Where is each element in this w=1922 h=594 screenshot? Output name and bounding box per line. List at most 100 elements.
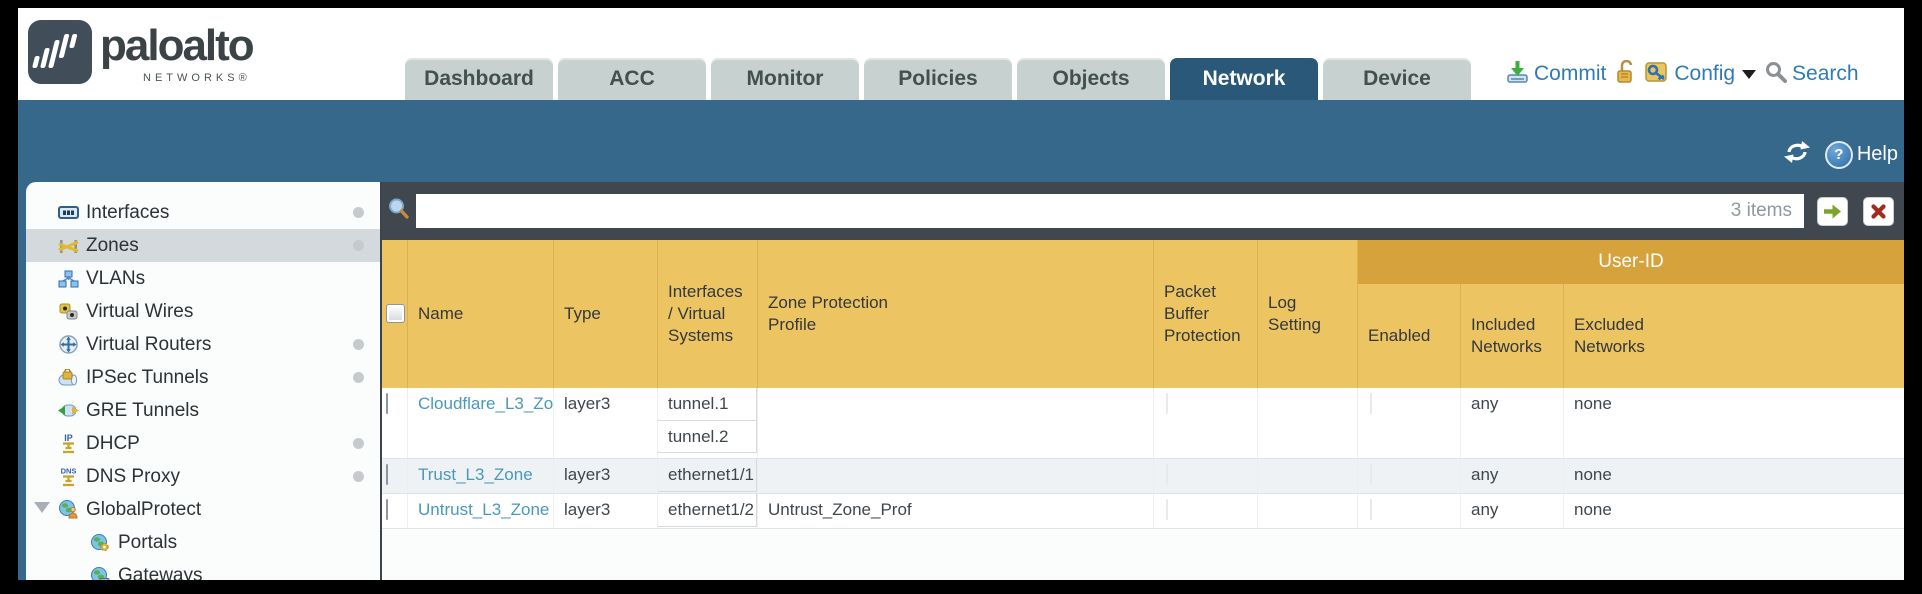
excluded-networks-cell: none [1574,500,1612,519]
filter-input[interactable] [416,194,1804,228]
zone-name-cell: Untrust_L3_Zone [408,494,554,528]
sidebar-item-label: Zones [86,234,139,256]
help-label: Help [1856,143,1898,165]
config-dropdown-button[interactable]: Config [1644,60,1757,89]
sidebar-item-interfaces[interactable]: Interfaces [26,196,380,229]
column-header-included-networks[interactable]: Included Networks [1461,284,1564,388]
zone-name-link[interactable]: Trust_L3_Zone [418,465,533,484]
sidebar-item-label: IPSec Tunnels [86,366,209,388]
column-header-name[interactable]: Name [408,240,554,388]
tab-network[interactable]: Network [1170,58,1318,100]
zone-protection-profile-cell: Untrust_Zone_Prof [758,494,1154,528]
packet-buffer-protection-cell [1154,494,1258,528]
sidebar-item-zones[interactable]: Zones [26,229,380,262]
tab-objects[interactable]: Objects [1017,58,1165,100]
lock-icon[interactable] [1615,59,1635,89]
row-checkbox[interactable] [386,464,388,485]
global-search-button[interactable]: Search [1765,61,1859,88]
sidebar-item-gre-tunnels[interactable]: GRE Tunnels [26,394,380,427]
zone-name-cell: Cloudflare_L3_Zone [408,388,554,458]
svg-text:IP: IP [64,433,73,443]
packet-buffer-protection-cell [1154,459,1258,493]
column-header-zone-protection-profile[interactable]: Zone Protection Profile [758,240,1154,388]
log-setting-cell [1258,494,1358,528]
dhcp-icon: IP [56,433,80,454]
column-header-enabled[interactable]: Enabled [1358,284,1461,388]
included-networks-cell: any [1461,459,1564,493]
row-select-cell [382,388,408,458]
zone-interfaces-cell: tunnel.1 tunnel.2 [658,388,758,458]
sidebar-item-dns-proxy[interactable]: DNS DNS Proxy [26,460,380,493]
zone-name-cell: Trust_L3_Zone [408,459,554,493]
column-header-type[interactable]: Type [554,240,658,388]
packet-buffer-protection-cell [1154,388,1258,458]
select-all-cell [382,240,408,388]
clear-filter-button[interactable] [1863,196,1894,226]
included-networks-cell: any [1461,388,1564,458]
user-id-enabled-cell [1358,459,1461,493]
select-all-checkbox[interactable] [386,304,405,323]
sidebar-item-portals[interactable]: Portals [26,526,380,559]
sidebar-item-vlans[interactable]: VLANs [26,262,380,295]
sidebar-item-gateways[interactable]: Gateways [26,559,380,580]
column-header-log-setting[interactable]: Log Setting [1258,240,1358,388]
row-checkbox[interactable] [386,499,388,520]
user-id-enabled-cell [1358,494,1461,528]
tab-device[interactable]: Device [1323,58,1471,100]
status-dot [353,372,364,383]
top-bar: paloalto NETWORKS® Dashboard ACC Monitor… [18,8,1904,100]
user-id-enabled-checkbox [1370,499,1372,520]
column-header-packet-buffer-protection[interactable]: Packet Buffer Protection [1154,240,1258,388]
globalprotect-icon [56,500,80,519]
tab-acc[interactable]: ACC [558,58,706,100]
tab-monitor[interactable]: Monitor [711,58,859,100]
zone-name-link[interactable]: Cloudflare_L3_Zone [418,394,554,413]
excluded-networks-cell: none [1574,465,1612,484]
portals-icon [88,533,112,552]
table-row: Cloudflare_L3_Zone layer3 tunnel.1 tunne… [382,388,1904,459]
included-networks-cell: any [1461,494,1564,528]
brand-subtitle: NETWORKS® [143,72,251,84]
zones-main-panel: 3 items Name Type Interfaces / Virtual S… [382,182,1904,580]
sidebar-item-ipsec-tunnels[interactable]: IPSec Tunnels [26,361,380,394]
sidebar-item-label: Gateways [118,564,203,581]
user-id-enabled-checkbox [1370,393,1372,414]
dns-proxy-icon: DNS [56,466,80,487]
commit-button[interactable]: Commit [1506,60,1606,88]
tab-policies[interactable]: Policies [864,58,1012,100]
sidebar-item-dhcp[interactable]: IP DHCP [26,427,380,460]
network-sidebar: Interfaces Zones VLANs Virtua [26,182,382,580]
log-setting-cell [1258,388,1358,458]
zone-name-link[interactable]: Untrust_L3_Zone [418,500,550,519]
column-header-excluded-networks[interactable]: Excluded Networks [1574,315,1645,356]
packet-buffer-protection-checkbox [1166,393,1168,414]
gre-tunnels-icon [56,403,80,418]
tab-dashboard[interactable]: Dashboard [405,58,553,100]
expander-triangle-icon[interactable] [34,502,50,513]
header-utilities: Commit Config [1506,54,1859,94]
paloalto-logo-icon [28,20,92,84]
user-id-group-header: User-ID [1358,240,1904,284]
interface-entry: tunnel.1 [658,388,757,421]
sidebar-item-globalprotect[interactable]: GlobalProtect [26,493,380,526]
zone-protection-profile-cell [758,388,1154,458]
sidebar-item-label: Virtual Routers [86,333,212,355]
filter-bar: 3 items [382,182,1904,240]
packet-buffer-protection-checkbox [1166,499,1168,520]
refresh-icon[interactable] [1783,140,1811,169]
help-button[interactable]: ? Help [1824,140,1898,169]
sidebar-item-virtual-wires[interactable]: Virtual Wires [26,295,380,328]
sidebar-item-label: DNS Proxy [86,465,180,487]
table-row: Untrust_L3_Zone layer3 ethernet1/2 Untru… [382,494,1904,529]
column-header-interfaces[interactable]: Interfaces / Virtual Systems [658,240,758,388]
table-empty-area [382,529,1904,580]
sidebar-item-virtual-routers[interactable]: Virtual Routers [26,328,380,361]
sidebar-item-label: VLANs [86,267,146,289]
virtual-routers-icon [56,335,80,354]
row-select-cell [382,494,408,528]
interface-entry: ethernet1/1 [658,459,757,492]
interface-entry: ethernet1/2 [658,494,757,527]
row-checkbox[interactable] [386,393,388,414]
sidebar-item-label: Virtual Wires [86,300,194,322]
apply-filter-button[interactable] [1817,196,1848,226]
